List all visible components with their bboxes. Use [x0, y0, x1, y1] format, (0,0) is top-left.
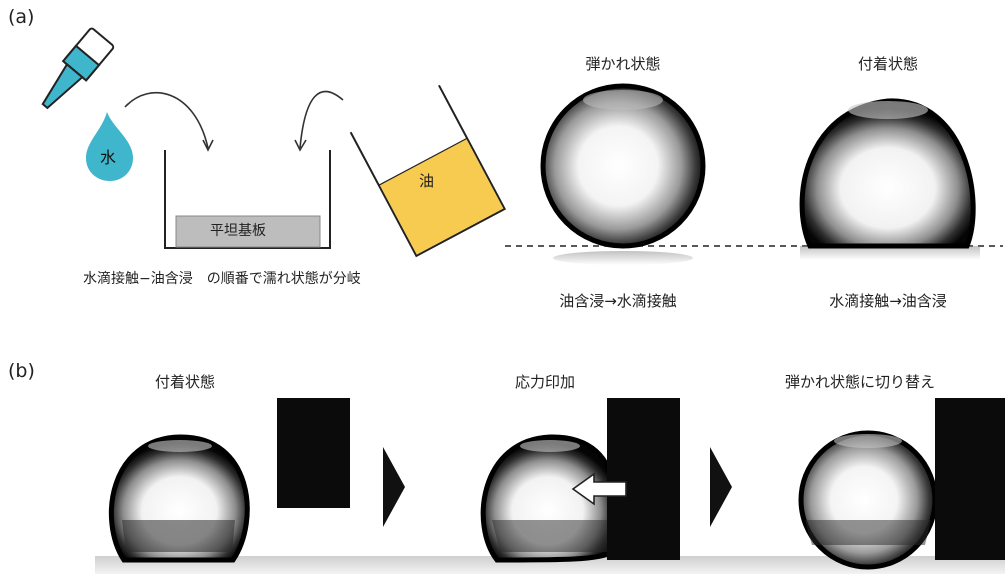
sequence-caption: 水滴接触−油含浸 の順番で濡れ状態が分岐 — [83, 271, 361, 287]
droplet-photo-step2 — [480, 434, 615, 563]
water-droplet-icon — [86, 112, 133, 181]
stress-arrow-icon — [571, 472, 627, 506]
droplet-photo-adhered — [799, 98, 980, 260]
floor-band — [95, 556, 1005, 574]
arrow-right-curve-icon — [294, 90, 344, 152]
flat-substrate — [175, 215, 321, 248]
panel-a-label: (a) — [8, 6, 35, 28]
water-label: 水 — [100, 148, 117, 167]
oil-label: 油 — [419, 172, 435, 190]
probe-block-step3 — [935, 398, 1005, 560]
arrow-left-curve-icon — [124, 91, 214, 152]
panel-b-label: (b) — [8, 360, 35, 382]
sequence-arrow-1 — [383, 447, 405, 527]
droplet-photo-step3 — [798, 430, 938, 570]
substrate-label: 平坦基板 — [210, 223, 266, 239]
droplet-photo-step1 — [108, 434, 250, 563]
oil-beaker-icon — [349, 84, 507, 258]
probe-block-step2 — [607, 398, 680, 560]
repelled-order-caption: 油含浸→水滴接触 — [559, 292, 677, 310]
substrate-container — [164, 150, 331, 249]
droplet-photo-repelled — [540, 83, 706, 265]
sequence-arrow-2 — [710, 447, 732, 527]
step1-title: 付着状態 — [154, 373, 216, 391]
pipette-icon — [41, 27, 115, 110]
adhered-title: 付着状態 — [857, 55, 919, 73]
step2-title: 応力印加 — [514, 373, 576, 391]
step3-title: 弾かれ状態に切り替え — [784, 373, 936, 391]
repelled-title: 弾かれ状態 — [585, 55, 661, 73]
adhered-order-caption: 水滴接触→油含浸 — [829, 292, 947, 310]
probe-block-step1 — [277, 398, 350, 508]
